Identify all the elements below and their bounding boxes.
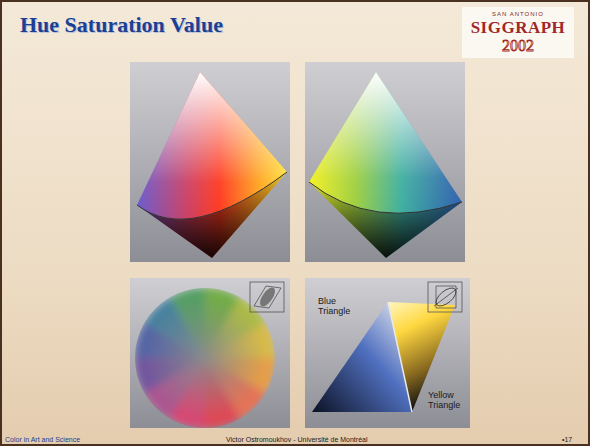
section-icon: [428, 282, 462, 312]
figure-label: Blue Triangle: [318, 296, 362, 316]
figure-label: Yellow Triangle: [428, 390, 468, 410]
logo-year: 2002: [466, 37, 570, 55]
logo-box: SAN ANTONIOSIGGRAPH2002: [462, 7, 574, 58]
footer-course: Color in Art and Science: [5, 435, 80, 444]
footer-author: Victor Ostromoukhov - Université de Mont…: [226, 435, 367, 444]
hue-triangles: [305, 278, 470, 428]
logo-city: SAN ANTONIO: [466, 10, 570, 18]
slide-title: Hue Saturation Value: [20, 12, 223, 38]
plane-icon: [250, 282, 284, 312]
hsv-cone-red: [130, 62, 290, 262]
logo-name: SIGGRAPH: [466, 18, 570, 37]
hue-wheel: [130, 278, 290, 428]
page-number: •17: [562, 435, 572, 444]
hsv-cone-yellow: [305, 62, 465, 262]
